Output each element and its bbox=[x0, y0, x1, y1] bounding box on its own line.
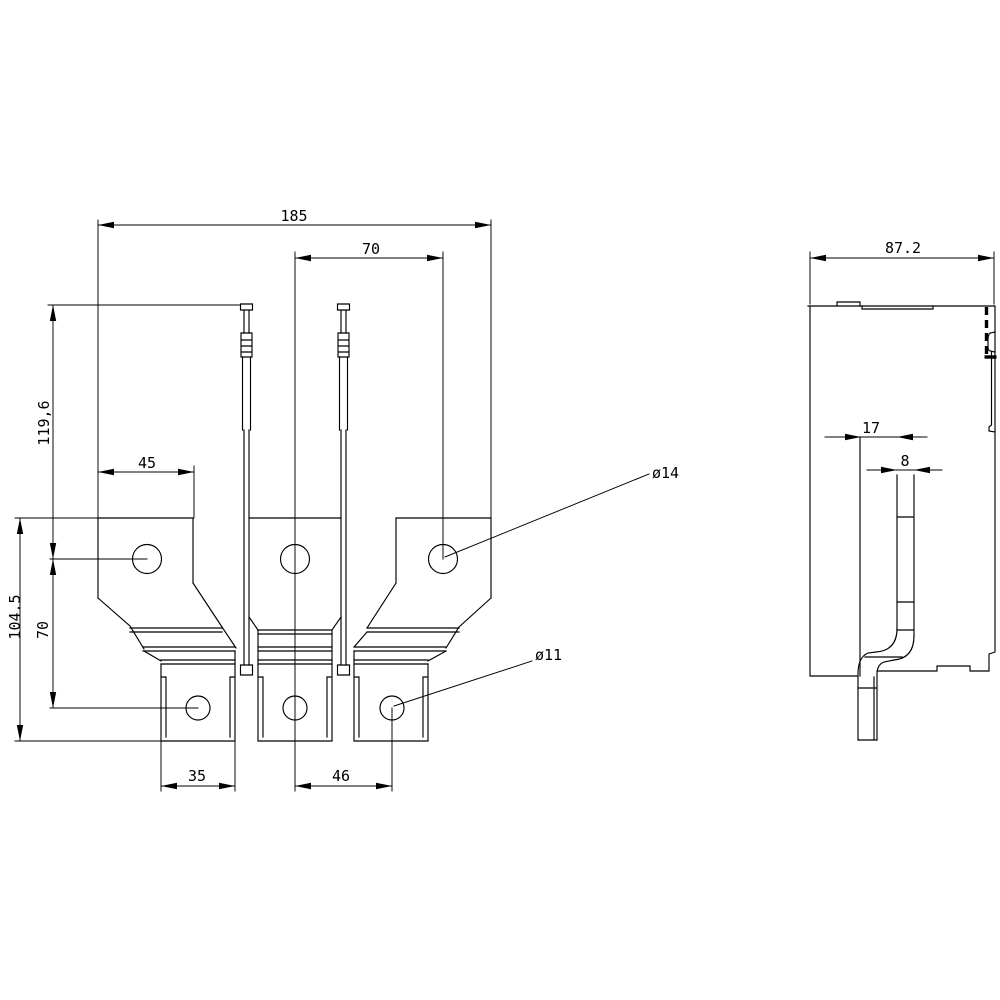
dim-bottom-tab-width-label: 35 bbox=[188, 767, 206, 785]
leader-top-hole-diameter bbox=[444, 473, 650, 558]
upper-tab-left bbox=[97, 517, 194, 599]
side-view: 87.2 17 8 bbox=[807, 239, 997, 741]
housing-outline bbox=[807, 305, 996, 677]
busbar-bend bbox=[857, 628, 915, 741]
clamp-pin-left bbox=[239, 303, 254, 676]
dim-bottom-hole-pitch-label: 46 bbox=[332, 767, 350, 785]
pole-left bbox=[97, 517, 237, 742]
taper-middle bbox=[248, 616, 342, 631]
pin-shaft bbox=[338, 356, 349, 666]
extension-lines-front bbox=[14, 219, 492, 792]
callout-top-hole-diameter-label: ø14 bbox=[652, 464, 679, 482]
dim-height-to-top-hole-label: 119,6 bbox=[35, 400, 53, 445]
dimension-arrows-side bbox=[810, 254, 994, 474]
mounting-bracket bbox=[987, 331, 996, 433]
dim-hole-vertical-spacing-label: 70 bbox=[34, 621, 52, 639]
top-notches bbox=[836, 301, 934, 310]
extension-lines-side bbox=[809, 251, 995, 305]
pin-foot bbox=[336, 664, 351, 676]
clamp-pin-right bbox=[336, 303, 351, 676]
pin-head bbox=[239, 303, 254, 334]
dim-top-hole-pitch-label: 70 bbox=[362, 240, 380, 258]
leader-bottom-hole-diameter bbox=[393, 660, 533, 707]
dim-overall-depth-label: 87.2 bbox=[885, 239, 921, 257]
taper-left bbox=[97, 582, 237, 662]
pin-collar bbox=[337, 332, 350, 358]
pin-collar bbox=[240, 332, 253, 358]
pin-head bbox=[336, 303, 351, 334]
dimension-arrows-front bbox=[16, 221, 491, 790]
busbar-foot bbox=[857, 676, 878, 741]
front-view: 185 70 45 119,6 70 104.5 35 46 ø14 ø11 bbox=[6, 207, 679, 792]
dim-tab-offset-label: 17 bbox=[862, 419, 880, 437]
dimension-lines-side bbox=[809, 257, 995, 471]
lower-tab-left bbox=[160, 650, 236, 742]
pin-shaft bbox=[241, 356, 252, 666]
lower-tab-right bbox=[353, 650, 429, 742]
fold-lines-left bbox=[129, 627, 236, 665]
upper-tab-right bbox=[395, 517, 492, 599]
fold-lines-right bbox=[353, 627, 460, 665]
pin-foot bbox=[239, 664, 254, 676]
dimension-lines-front bbox=[19, 224, 492, 787]
dim-tab-thickness-label: 8 bbox=[900, 452, 909, 470]
pole-right bbox=[353, 517, 492, 742]
taper-right bbox=[353, 582, 492, 662]
dim-overall-width-label: 185 bbox=[280, 207, 307, 225]
callout-bottom-hole-diameter-label: ø11 bbox=[535, 646, 562, 664]
dim-overall-height-label: 104.5 bbox=[6, 594, 24, 639]
busbar-side-profile bbox=[896, 474, 915, 637]
dim-top-tab-width-label: 45 bbox=[138, 454, 156, 472]
